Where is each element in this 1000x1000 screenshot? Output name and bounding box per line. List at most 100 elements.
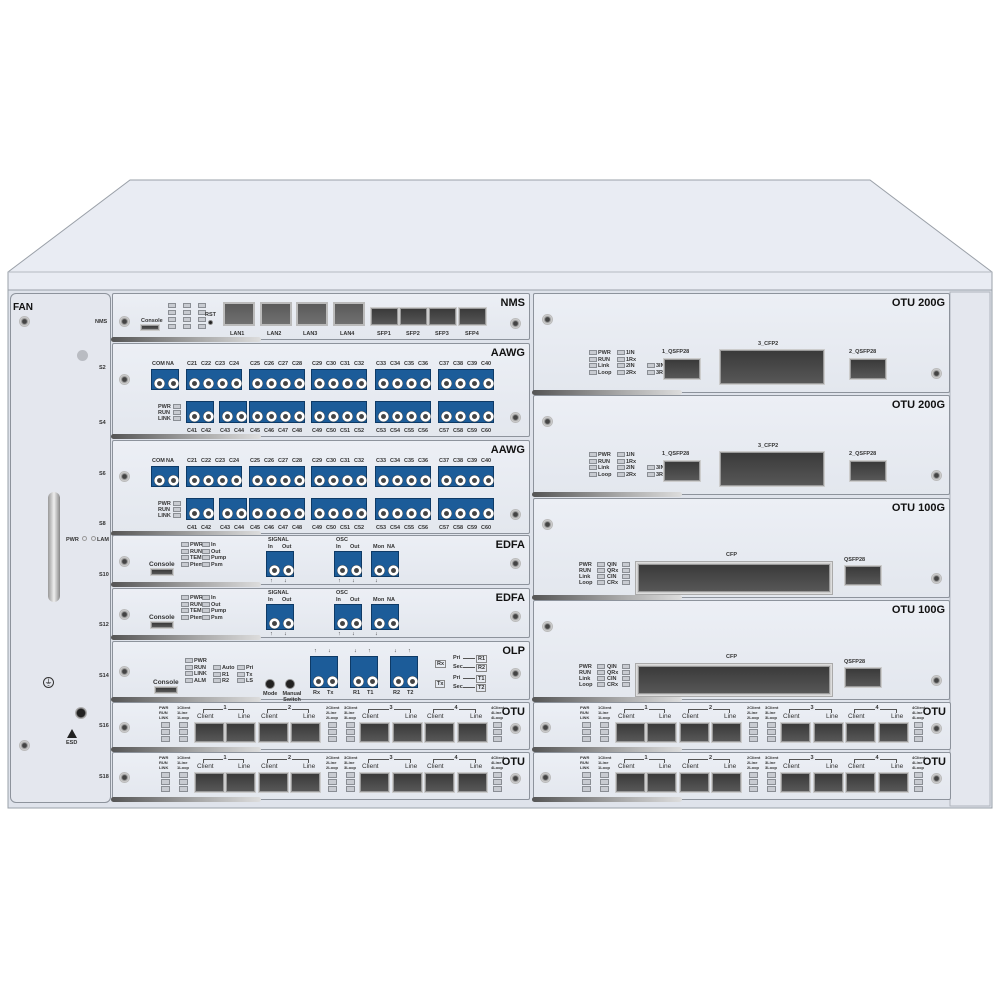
esd-jack-icon[interactable] <box>75 707 87 719</box>
sfp-port[interactable] <box>647 723 676 742</box>
fiber-connector-block[interactable] <box>375 498 431 520</box>
fiber-connector-block[interactable] <box>310 656 338 688</box>
fiber-connector-block[interactable] <box>311 401 367 423</box>
console-port[interactable] <box>151 622 173 628</box>
qsfp28-port[interactable] <box>845 566 881 585</box>
sfp-port[interactable] <box>226 723 255 742</box>
card-title[interactable]: NMS <box>500 297 525 309</box>
fiber-connector-block[interactable] <box>219 498 247 520</box>
sfp-port[interactable] <box>425 723 454 742</box>
fiber-connector-block[interactable] <box>266 604 294 630</box>
fiber-connector-block[interactable] <box>266 551 294 577</box>
fiber-connector-block[interactable] <box>219 401 247 423</box>
fiber-connector-block[interactable] <box>371 551 399 577</box>
sfp-port[interactable] <box>712 723 741 742</box>
sfp-port[interactable] <box>781 723 810 742</box>
card-handle[interactable] <box>111 697 261 702</box>
sfp-port[interactable] <box>680 773 709 792</box>
console-port[interactable] <box>151 569 173 575</box>
lan-port-1[interactable] <box>223 302 255 326</box>
sfp-port[interactable] <box>226 773 255 792</box>
sfp-port[interactable] <box>360 773 389 792</box>
sfp-port[interactable] <box>393 723 422 742</box>
sfp-port[interactable] <box>259 723 288 742</box>
sfp-port-4[interactable] <box>459 308 486 325</box>
fiber-connector-block[interactable] <box>311 466 367 487</box>
card-handle[interactable] <box>111 434 261 439</box>
cfp-port[interactable] <box>638 564 830 592</box>
fiber-connector-block[interactable] <box>371 604 399 630</box>
fiber-connector-block[interactable] <box>151 466 179 487</box>
sfp-port-1[interactable] <box>371 308 398 325</box>
card-handle[interactable] <box>532 595 682 600</box>
card-handle[interactable] <box>111 531 261 536</box>
fiber-connector-block[interactable] <box>375 369 431 390</box>
qsfp28-port-2[interactable] <box>850 461 886 481</box>
sfp-port[interactable] <box>712 773 741 792</box>
lan-port-4[interactable] <box>333 302 365 326</box>
fiber-connector-block[interactable] <box>334 604 362 630</box>
fiber-connector-block[interactable] <box>375 466 431 487</box>
card-handle[interactable] <box>111 747 261 752</box>
card-handle[interactable] <box>111 337 261 342</box>
fiber-connector-block[interactable] <box>334 551 362 577</box>
sfp-port[interactable] <box>195 723 224 742</box>
lan-port-3[interactable] <box>296 302 328 326</box>
sfp-port[interactable] <box>458 723 487 742</box>
cfp-port[interactable] <box>638 666 830 694</box>
sfp-port[interactable] <box>616 773 645 792</box>
fiber-connector-block[interactable] <box>249 466 305 487</box>
fiber-connector-block[interactable] <box>438 369 494 390</box>
sfp-port[interactable] <box>195 773 224 792</box>
card-handle[interactable] <box>532 697 682 702</box>
fiber-connector-block[interactable] <box>438 466 494 487</box>
fiber-connector-block[interactable] <box>186 401 214 423</box>
fiber-connector-block[interactable] <box>249 401 305 423</box>
sfp-port-3[interactable] <box>429 308 456 325</box>
card-handle[interactable] <box>111 635 261 640</box>
lan-port-2[interactable] <box>260 302 292 326</box>
card-handle[interactable] <box>532 492 682 497</box>
sfp-port[interactable] <box>814 723 843 742</box>
sfp-port-2[interactable] <box>400 308 427 325</box>
fiber-connector-block[interactable] <box>249 498 305 520</box>
handle-icon[interactable] <box>48 492 60 602</box>
fiber-connector-block[interactable] <box>311 498 367 520</box>
sfp-port[interactable] <box>879 723 908 742</box>
fiber-connector-block[interactable] <box>186 369 242 390</box>
sfp-port[interactable] <box>846 723 875 742</box>
sfp-port[interactable] <box>291 723 320 742</box>
card-handle[interactable] <box>111 797 261 802</box>
qsfp28-port-1[interactable] <box>664 359 700 379</box>
sfp-port[interactable] <box>814 773 843 792</box>
sfp-port[interactable] <box>291 773 320 792</box>
card-handle[interactable] <box>532 747 682 752</box>
qsfp28-port[interactable] <box>845 668 881 687</box>
sfp-port[interactable] <box>425 773 454 792</box>
fiber-connector-block[interactable] <box>186 498 214 520</box>
rst-button[interactable] <box>208 320 213 325</box>
sfp-port[interactable] <box>458 773 487 792</box>
qsfp28-port-2[interactable] <box>850 359 886 379</box>
mode-button[interactable] <box>265 679 275 689</box>
card-handle[interactable] <box>111 582 261 587</box>
manual-switch-button[interactable] <box>285 679 295 689</box>
sfp-port[interactable] <box>616 723 645 742</box>
qsfp28-port-1[interactable] <box>664 461 700 481</box>
sfp-port[interactable] <box>680 723 709 742</box>
card-handle[interactable] <box>532 797 682 802</box>
fiber-connector-block[interactable] <box>390 656 418 688</box>
fiber-connector-block[interactable] <box>438 401 494 423</box>
fiber-connector-block[interactable] <box>375 401 431 423</box>
sfp-port[interactable] <box>360 723 389 742</box>
sfp-port[interactable] <box>846 773 875 792</box>
sfp-port[interactable] <box>781 773 810 792</box>
sfp-port[interactable] <box>879 773 908 792</box>
sfp-port[interactable] <box>647 773 676 792</box>
fiber-connector-block[interactable] <box>249 369 305 390</box>
sfp-port[interactable] <box>259 773 288 792</box>
cfp2-port[interactable] <box>720 452 824 486</box>
fiber-connector-block[interactable] <box>186 466 242 487</box>
fiber-connector-block[interactable] <box>151 369 179 390</box>
fiber-connector-block[interactable] <box>350 656 378 688</box>
